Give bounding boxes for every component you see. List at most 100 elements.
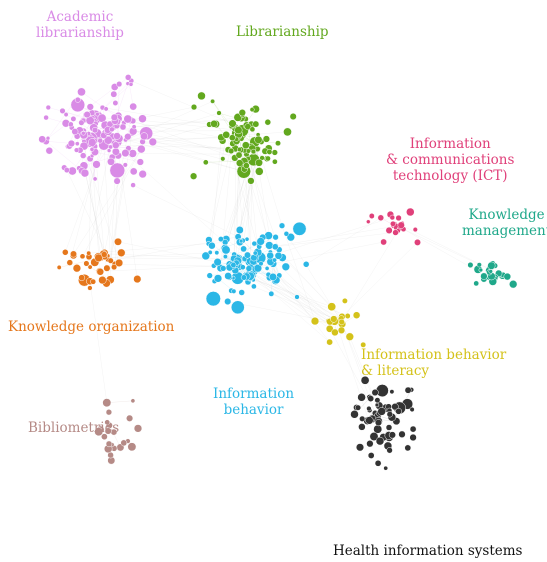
network-node-ict — [406, 207, 415, 217]
network-node-km — [503, 272, 512, 281]
network-node-his — [398, 430, 406, 438]
network-node-ibl — [337, 326, 346, 334]
network-node-librarianship — [228, 119, 237, 128]
network-node-ib — [292, 221, 307, 236]
network-node-ib — [240, 245, 247, 253]
network-node-ib — [238, 289, 245, 296]
cluster-label-health-information-systems: Health information systems — [333, 543, 523, 559]
network-edge — [142, 141, 244, 172]
network-node-km — [467, 261, 474, 269]
network-edge — [109, 425, 121, 448]
network-node-ko — [114, 237, 122, 246]
network-node-academic — [130, 182, 136, 188]
network-node-ict — [385, 226, 393, 234]
network-edge — [104, 120, 131, 253]
network-node-ib — [286, 233, 295, 242]
network-node-ko — [56, 264, 62, 270]
network-node-ib — [206, 272, 213, 279]
network-node-librarianship — [210, 119, 218, 128]
network-node-academic — [119, 123, 127, 131]
network-node-academic — [107, 157, 115, 166]
network-edge — [239, 266, 342, 319]
network-node-his — [357, 393, 366, 402]
network-node-ko — [78, 274, 86, 282]
cluster-label-academic-librarianship: Academic librarianship — [36, 9, 124, 41]
network-node-ko — [87, 264, 93, 270]
network-node-academic — [83, 111, 91, 119]
network-node-biblio — [104, 427, 112, 435]
network-node-academic — [97, 137, 103, 144]
network-edge — [341, 242, 418, 317]
network-node-ib — [251, 240, 258, 247]
network-node-ict — [395, 214, 402, 222]
network-node-academic — [67, 139, 76, 148]
network-node-ib — [201, 251, 211, 261]
network-node-ib — [281, 262, 290, 271]
network-node-his — [369, 432, 379, 441]
network-node-biblio — [102, 398, 112, 408]
cluster-label-bibliometrics: Bibliometrics — [28, 420, 120, 436]
network-node-librarianship — [222, 130, 231, 139]
network-node-librarianship — [266, 148, 273, 155]
network-node-academic — [148, 137, 157, 147]
network-edge — [127, 118, 243, 131]
network-node-ko — [100, 251, 108, 258]
network-node-academic — [73, 147, 80, 153]
network-node-ib — [258, 261, 264, 267]
network-node-biblio — [130, 398, 136, 404]
network-node-academic — [79, 152, 87, 159]
network-node-librarianship — [249, 107, 255, 113]
network-node-ibl — [330, 315, 338, 323]
network-edge — [151, 140, 247, 166]
network-node-academic — [113, 177, 121, 185]
network-node-ibl — [360, 341, 367, 348]
network-edge — [250, 180, 258, 253]
network-node-ko — [94, 253, 103, 263]
network-node-ko — [66, 259, 74, 266]
network-node-academic — [140, 132, 149, 141]
network-node-librarianship — [271, 149, 278, 156]
network-node-ib — [240, 274, 247, 281]
network-node-academic — [92, 160, 101, 169]
network-node-ko — [70, 250, 77, 258]
network-node-his — [374, 459, 382, 467]
cluster-label-ict: Information & communications technology … — [386, 136, 515, 184]
network-edge — [250, 148, 253, 262]
network-edge — [94, 83, 128, 118]
network-node-librarianship — [272, 158, 278, 165]
network-node-ib — [252, 250, 258, 256]
network-node-his — [386, 411, 393, 418]
network-node-his — [391, 403, 399, 411]
network-node-ko — [115, 258, 124, 267]
network-node-librarianship — [262, 135, 271, 143]
network-node-ko — [83, 260, 90, 267]
network-node-academic — [109, 126, 115, 133]
network-node-ib — [224, 297, 232, 306]
network-node-librarianship — [289, 112, 297, 121]
network-node-academic — [116, 81, 123, 88]
network-edge — [127, 118, 247, 163]
network-node-ibl — [326, 338, 333, 346]
network-node-biblio — [133, 424, 143, 433]
cluster-label-information-behavior-literacy: Information behavior & literacy — [361, 347, 507, 379]
network-node-ib — [230, 300, 245, 315]
network-edge — [212, 101, 232, 127]
network-node-ib — [213, 258, 222, 267]
network-node-librarianship — [220, 156, 226, 162]
network-node-academic — [138, 114, 147, 123]
network-node-academic — [59, 107, 66, 114]
network-node-ict — [366, 219, 371, 224]
network-node-ib — [217, 236, 224, 243]
network-edge — [98, 252, 217, 259]
network-node-his — [395, 407, 402, 415]
network-node-librarianship — [250, 148, 257, 155]
network-node-his — [365, 416, 374, 425]
network-edge — [86, 150, 110, 264]
network-edge — [271, 217, 393, 256]
network-node-academic — [63, 112, 69, 118]
network-edge — [275, 225, 402, 247]
network-node-librarianship — [202, 159, 209, 166]
network-node-biblio — [104, 419, 111, 426]
